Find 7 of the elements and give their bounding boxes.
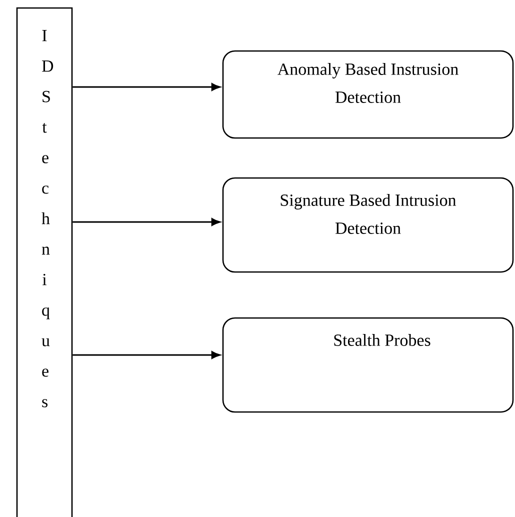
arrow — [72, 218, 220, 226]
rounded-box: Anomaly Based Instrusion Detection — [222, 50, 514, 139]
arrow — [72, 351, 220, 359]
rounded-box: Stealth Probes — [222, 317, 514, 413]
rounded-box: Signature Based Intrusion Detection — [222, 177, 514, 273]
arrow — [72, 83, 220, 91]
vertical-title-box: IDStechniques — [16, 7, 73, 517]
